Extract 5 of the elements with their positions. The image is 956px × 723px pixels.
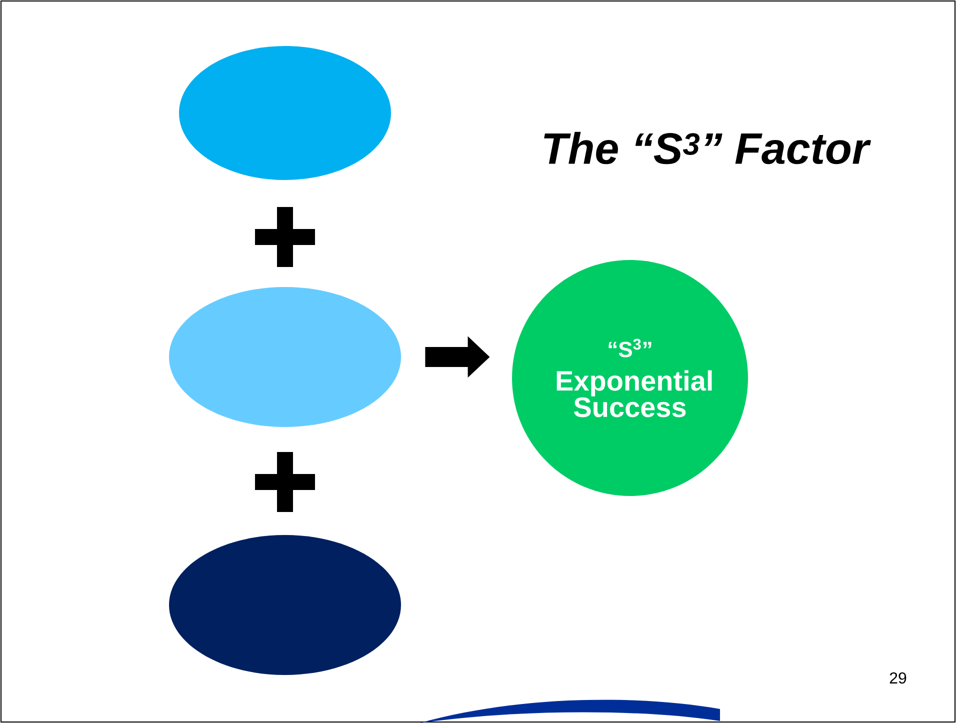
ellipse-shape	[169, 534, 401, 675]
ellipse-shape	[169, 286, 401, 427]
page-number: 29	[890, 672, 906, 684]
title: The “S$^{3}$” Factor	[544, 132, 872, 164]
ellipse-shape	[179, 46, 391, 180]
